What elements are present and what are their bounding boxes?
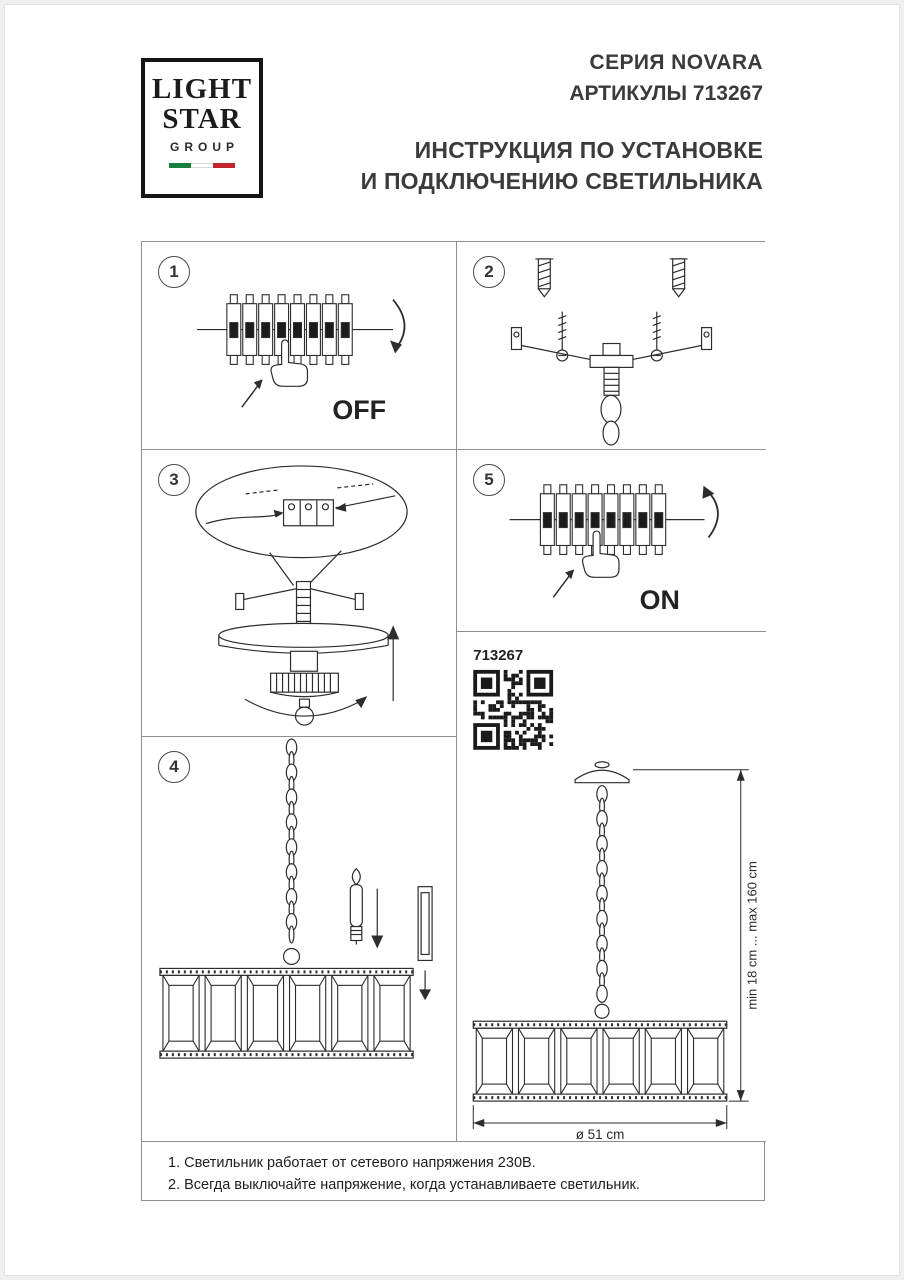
notes: 1. Светильник работает от сетевого напря… [142,1142,766,1202]
ceiling-canopy-icon [218,622,389,648]
panel-step-1: 1 OFF [142,242,457,450]
zoom-balloon [195,465,408,559]
article-line: АРТИКУЛЫ 713267 [569,82,763,105]
wall-anchor-icon [669,258,688,298]
panel-step-3: 3 [142,450,457,737]
diameter-dimension [472,1105,728,1130]
step-2-badge: 2 [473,256,505,288]
crystal-shade-icon [162,974,411,1052]
crystal-panel-icon [417,886,433,962]
flip-up-arrow-icon [705,489,719,539]
screw-icon [556,311,569,362]
breaker-off-drawing: OFF [196,294,406,425]
wall-anchor-icon [535,258,554,298]
qr-article-label: 713267 [473,647,523,664]
decorative-nut-icon [270,672,339,693]
panel-step-4: 4 [142,737,457,1142]
bracket-mount-drawing [510,258,713,446]
final-fixture-drawing: 713267 [472,647,760,1141]
rotate-arrow-icon [244,698,365,717]
panel-step-5: 5 ON [457,450,766,632]
doc-title-line2: И ПОДКЛЮЧЕНИЮ СВЕТИЛЬНИКА [360,168,763,195]
note-line-1: 1. Светильник работает от сетевого напря… [168,1155,536,1171]
height-dimension [632,769,749,1102]
on-label: ON [640,585,680,615]
wiring-canopy-drawing [195,465,408,726]
lightstar-logo: LIGHT STAR GROUP [141,58,263,198]
diameter-label: ø 51 cm [576,1127,625,1141]
instruction-sheet: LIGHT STAR GROUP СЕРИЯ NOVARA АРТИКУЛЫ 7… [4,4,900,1276]
instruction-grid: 1 OFF 2 [141,241,766,1202]
chain-icon [596,785,608,1003]
panel-step-2: 2 [457,242,766,450]
flip-down-arrow-icon [392,299,406,351]
step-4-badge: 4 [158,751,190,783]
off-label: OFF [332,395,386,425]
qr-code [473,669,554,750]
step-1-badge: 1 [158,256,190,288]
candle-bulb-icon [349,867,363,945]
panel-dimensions: 713267 [457,632,766,1142]
breaker-on-drawing: ON [509,484,719,615]
step-3-badge: 3 [158,464,190,496]
header: СЕРИЯ NOVARA АРТИКУЛЫ 713267 ИНСТРУКЦИЯ … [361,51,763,197]
doc-title-line1: ИНСТРУКЦИЯ ПО УСТАНОВКЕ [414,137,763,163]
assembly-drawing [159,738,433,1059]
logo-text-star: STAR [162,103,242,136]
step-5-badge: 5 [473,464,505,496]
ceiling-canopy-icon [594,761,610,769]
height-range-label: min 18 cm ... max 160 cm [745,861,760,1009]
chain-icon [285,738,298,944]
note-line-2: 2. Всегда выключайте напряжение, когда у… [168,1177,640,1194]
italian-flag-icon [145,162,259,168]
logo-text-group: GROUP [169,139,239,154]
crystal-shade-icon [475,1027,725,1095]
series-title: СЕРИЯ NOVARA [589,51,763,74]
doc-title: ИНСТРУКЦИЯ ПО УСТАНОВКЕ И ПОДКЛЮЧЕНИЮ СВ… [361,135,763,197]
logo-text-light: LIGHT [151,73,253,105]
